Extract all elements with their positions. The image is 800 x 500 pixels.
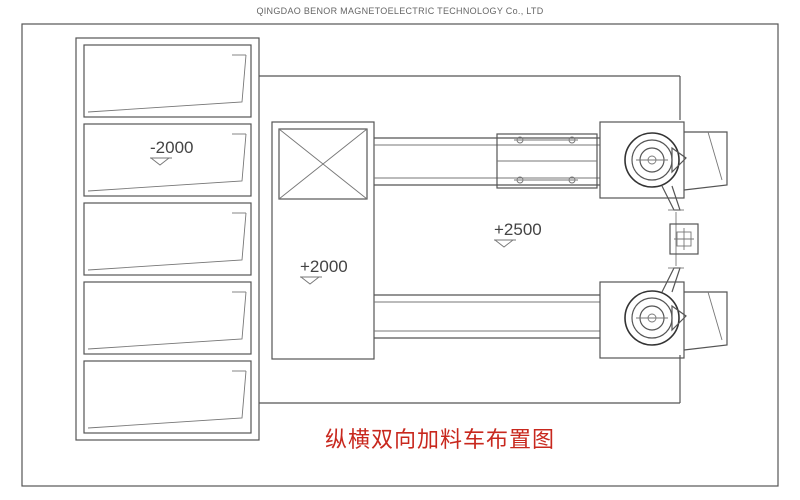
bin-5 [83,360,252,434]
elevation-label-tower: +2000 [300,257,348,276]
upper-track [374,133,600,189]
lower-furnace-station [599,267,728,359]
control-box [669,212,699,266]
elevation-label-platform: +2500 [494,220,542,239]
company-name: QINGDAO BENOR MAGNETOELECTRIC TECHNOLOGY… [256,6,543,16]
outer-frame [21,23,779,487]
bin-2 [83,123,252,197]
lower-furnace-ring [624,290,680,346]
elevation-label-bins: -2000 [150,138,193,157]
elevation-marker-platform: +2500 [494,220,542,248]
elevation-marker-tower: +2000 [300,257,348,285]
bin-1 [83,44,252,118]
upper-furnace-station [599,121,728,211]
bin-column [75,37,260,441]
upper-furnace-ring [624,132,680,188]
lower-track [374,294,600,339]
bin-4 [83,281,252,355]
diagram-caption: 纵横双向加料车布置图 [325,428,555,453]
elevation-marker-bins: -2000 [150,138,193,166]
bin-3 [83,202,252,276]
vertical-tower [271,121,375,360]
